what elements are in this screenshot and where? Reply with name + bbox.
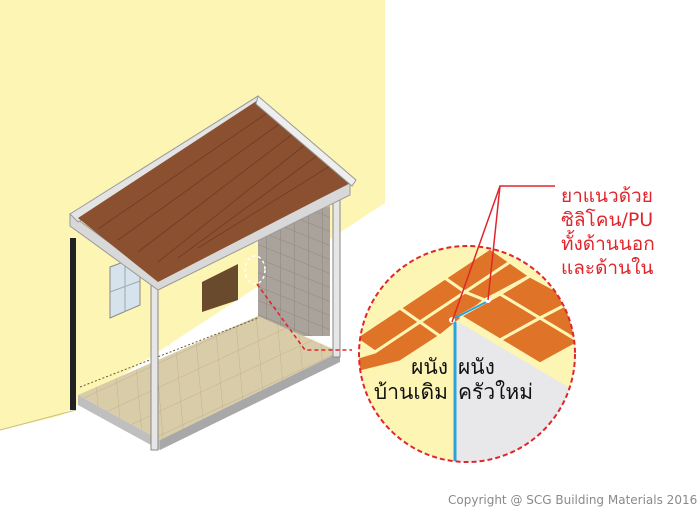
callout-line-4: และด้านใน bbox=[561, 257, 654, 279]
new-wall-label-line-1: ผนัง bbox=[458, 355, 495, 379]
back-tiled-wall bbox=[258, 206, 330, 336]
callout-line-3: ทั้งด้านนอก bbox=[561, 233, 655, 255]
callout-pointer-b bbox=[487, 185, 501, 301]
callout-line-2: ซิลิโคน/PU bbox=[561, 209, 654, 231]
old-wall-label-line-1: ผนัง bbox=[411, 355, 448, 379]
wall-opening bbox=[202, 264, 238, 312]
floor-edge bbox=[78, 395, 160, 450]
post-front-left bbox=[150, 284, 159, 451]
wall-edge-line bbox=[0, 409, 77, 431]
floor bbox=[78, 316, 340, 440]
callout-line-1: ยาแนวด้วย bbox=[561, 185, 653, 207]
post-front-right bbox=[332, 191, 341, 358]
magnifier-border bbox=[358, 245, 576, 463]
old-wall-label: ผนัง บ้านเดิม bbox=[368, 355, 448, 405]
detail-magnifier bbox=[359, 246, 575, 462]
roof-surface bbox=[78, 100, 352, 282]
junction-highlight bbox=[244, 255, 266, 285]
copyright-text: Copyright @ SCG Building Materials 2016 bbox=[448, 493, 698, 507]
new-wall-label: ผนัง ครัวใหม่ bbox=[458, 355, 533, 405]
old-wall-label-line-2: บ้านเดิม bbox=[373, 380, 448, 404]
sealant-callout: ยาแนวด้วย ซิลิโคน/PU ทั้งด้านนอก และด้าน… bbox=[561, 184, 655, 280]
new-wall-label-line-2: ครัวใหม่ bbox=[458, 380, 534, 404]
post-left-back bbox=[70, 238, 76, 410]
roof-lines bbox=[97, 110, 331, 263]
leader-line bbox=[256, 283, 352, 351]
